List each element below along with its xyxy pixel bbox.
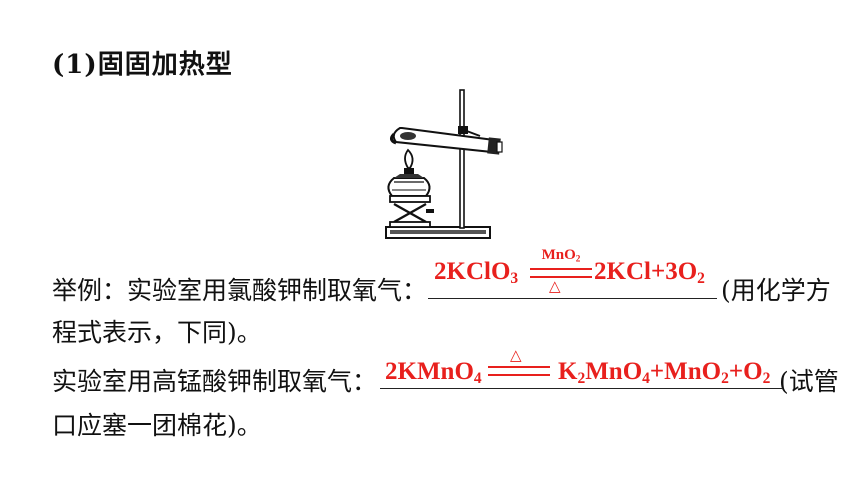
example1-prefix: 举例：实验室用氯酸钾制取氧气： [52, 276, 428, 305]
example2-suffix: (试管 [779, 367, 839, 396]
example2-reactant: 2KMnO4 [385, 358, 482, 387]
example2-equals-sign [488, 366, 550, 376]
example2-answer-blank [380, 388, 782, 389]
example2-prefix: 实验室用高锰酸钾制取氧气： [52, 367, 378, 396]
example1-heat-triangle: △ [549, 277, 561, 295]
example1-answer-blank [428, 298, 717, 299]
example1-catalyst: MnO2 [541, 247, 581, 265]
heating-apparatus-illustration [385, 89, 503, 239]
example1-suffix: (用化学方 [721, 276, 831, 305]
example2-continuation: 口应塞一团棉花)。 [52, 411, 262, 440]
example1-continuation: 程式表示，下同)。 [52, 318, 262, 347]
example1-product: 2KCl+3O2 [594, 258, 705, 287]
section-heading: (1)固固加热型 [52, 50, 233, 80]
example1-equals-sign [530, 268, 592, 278]
example2-heat-triangle: △ [510, 346, 522, 364]
example2-product: K2MnO4+MnO2+O2 [558, 358, 771, 387]
example1-reactant: 2KClO3 [434, 258, 519, 287]
